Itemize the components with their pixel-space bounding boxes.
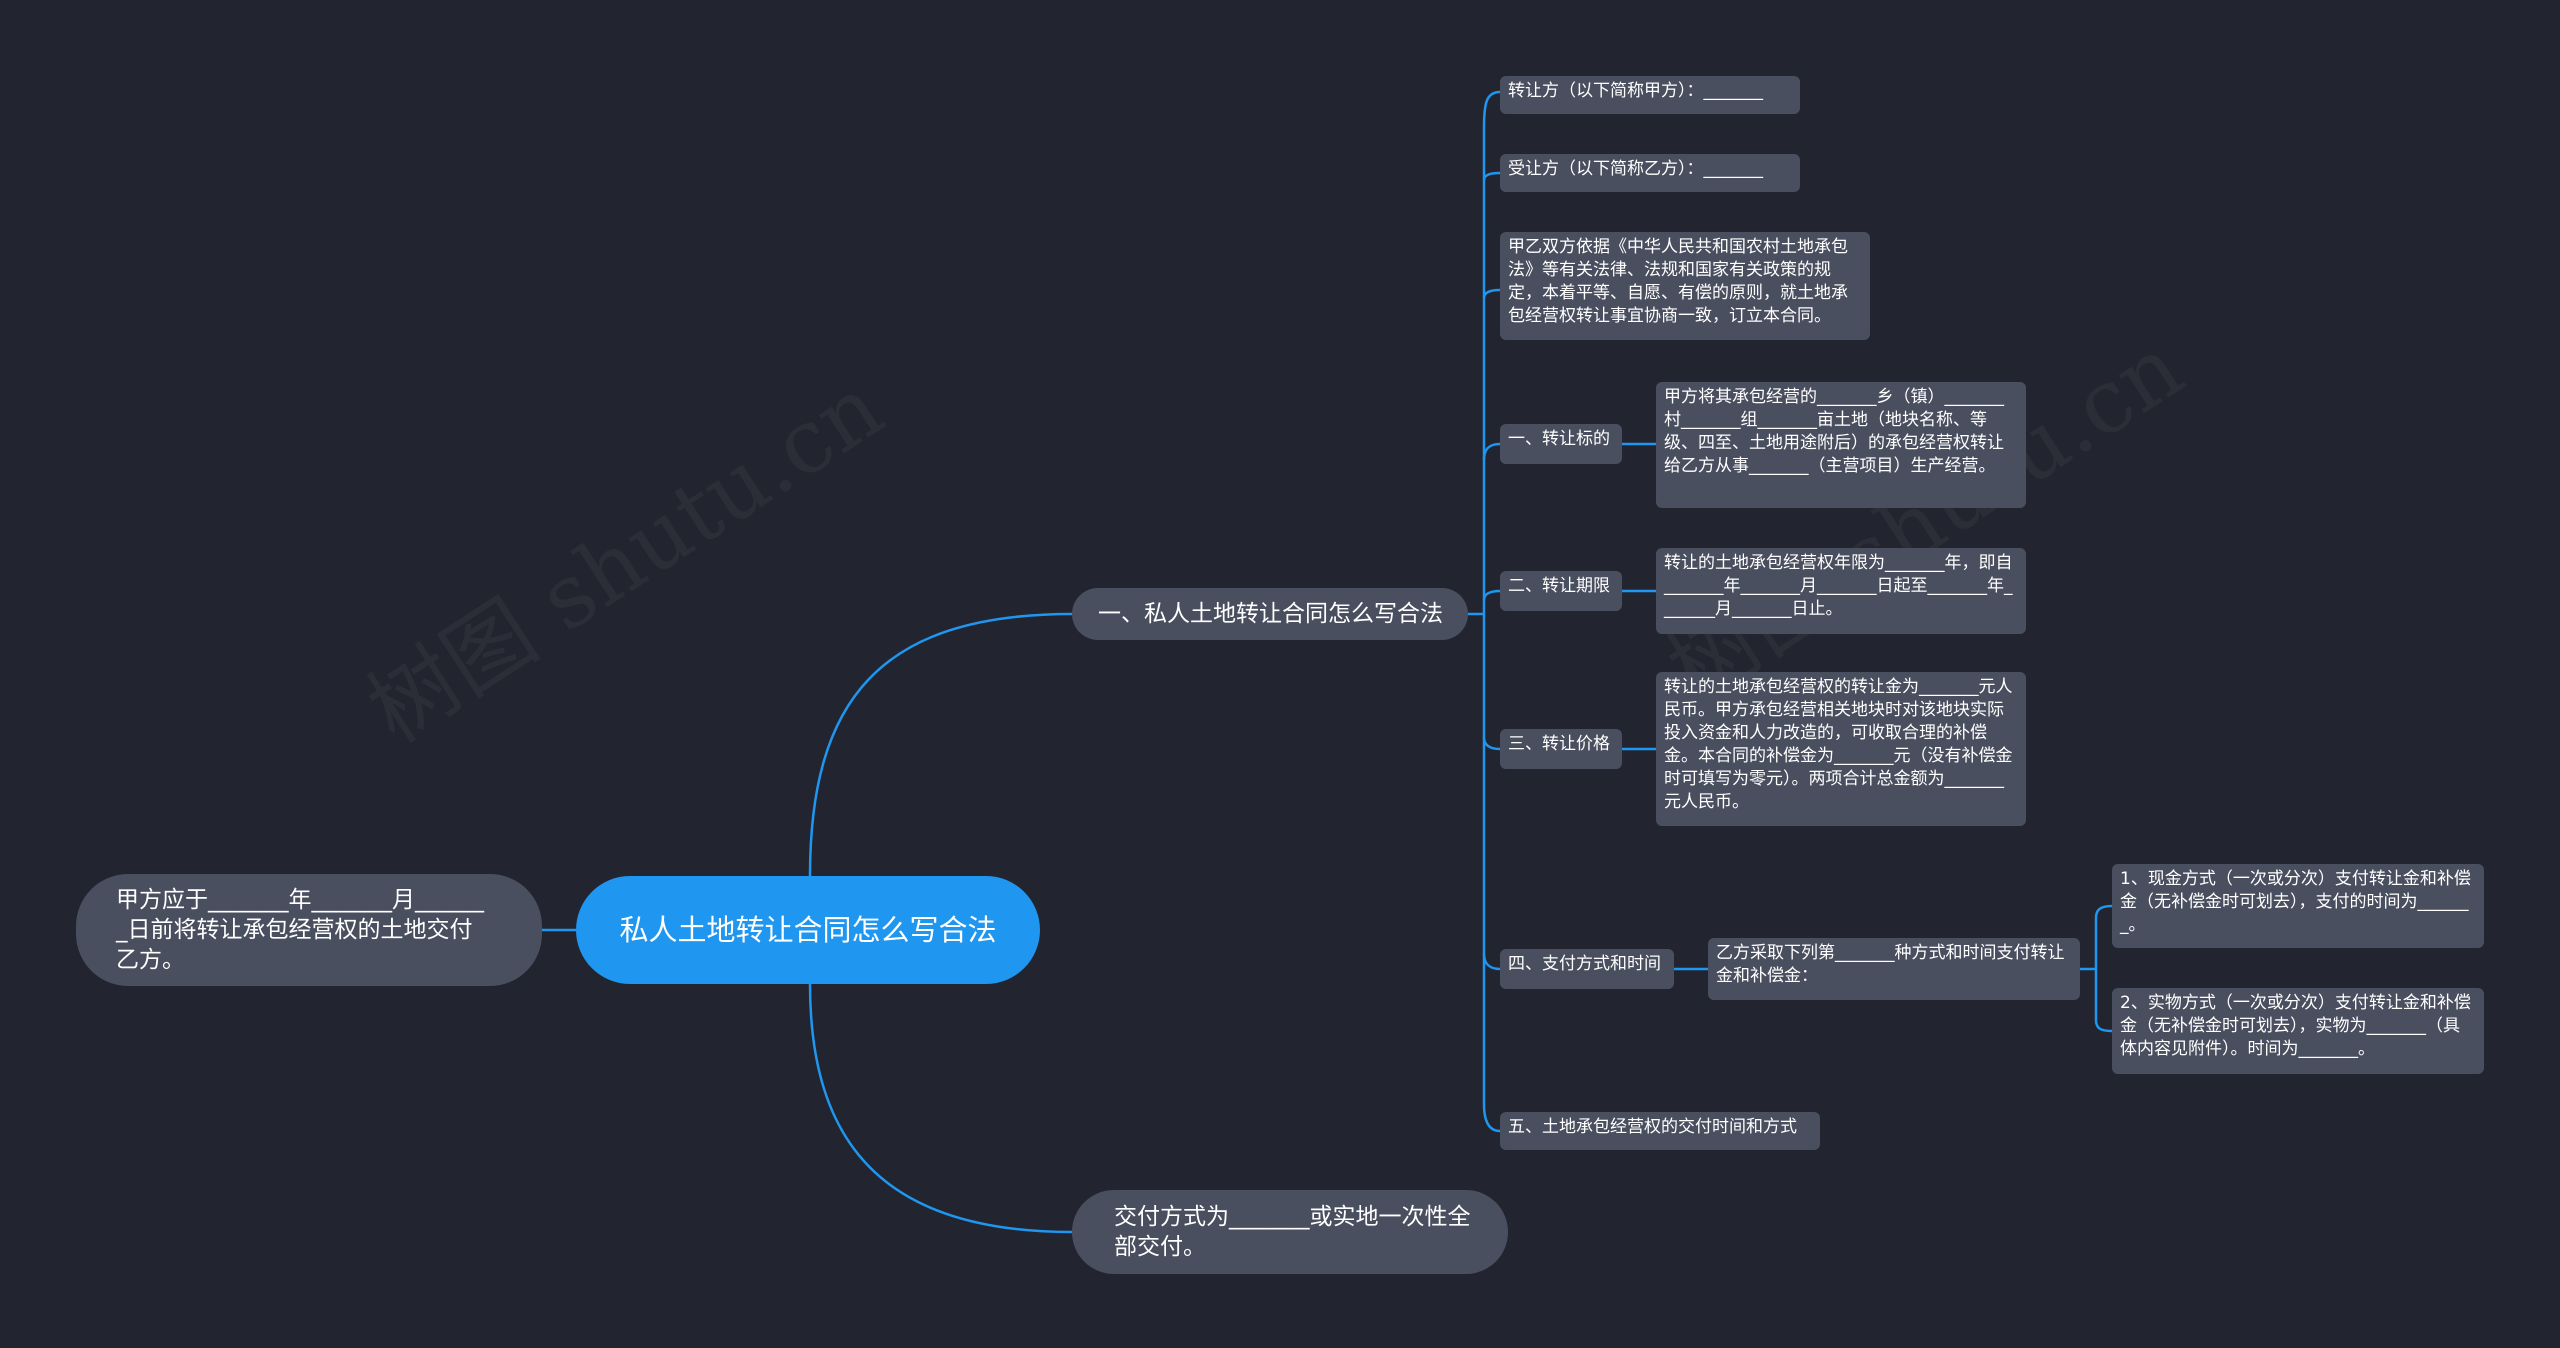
node-preamble[interactable]: 甲乙双方依据《中华人民共和国农村土地承包法》等有关法律、法规和国家有关政策的规定… — [1500, 232, 1870, 340]
node-section-4-detail-label: 乙方采取下列第_______种方式和时间支付转让金和补偿金： — [1716, 943, 2065, 986]
node-transferor-label: 转让方（以下简称甲方）：_______ — [1508, 81, 1763, 101]
node-section-3-detail-label: 转让的土地承包经营权的转让金为_______元人民币。甲方承包经营相关地块时对该… — [1664, 677, 2013, 812]
link-spine-s3 — [1482, 737, 1501, 751]
node-transferor[interactable]: 转让方（以下简称甲方）：_______ — [1500, 76, 1800, 114]
node-section-3[interactable]: 三、转让价格 — [1500, 729, 1622, 769]
node-section-1-label: 一、转让标的 — [1508, 429, 1610, 449]
node-transferee-label: 受让方（以下简称乙方）：_______ — [1508, 159, 1763, 179]
branch-topic-writing[interactable]: 一、私人土地转让合同怎么写合法 — [1072, 588, 1468, 640]
node-section-4-detail[interactable]: 乙方采取下列第_______种方式和时间支付转让金和补偿金： — [1708, 938, 2080, 1000]
node-section-1-detail[interactable]: 甲方将其承包经营的_______乡（镇）_______村_______组____… — [1656, 382, 2026, 508]
node-section-4-option-goods-label: 2、实物方式（一次或分次）支付转让金和补偿金（无补偿金时可划去），实物为____… — [2120, 993, 2471, 1059]
link-spine-transferee — [1482, 171, 1501, 181]
node-section-2[interactable]: 二、转让期限 — [1500, 571, 1622, 611]
link-spine — [1482, 90, 1501, 1133]
node-section-3-label: 三、转让价格 — [1508, 734, 1610, 754]
link-spine-s2 — [1482, 589, 1501, 601]
node-section-5-label: 五、土地承包经营权的交付时间和方式 — [1508, 1117, 1797, 1137]
node-section-4-option-cash[interactable]: 1、现金方式（一次或分次）支付转让金和补偿金（无补偿金时可划去），支付的时间为_… — [2112, 864, 2484, 948]
node-section-1-detail-label: 甲方将其承包经营的_______乡（镇）_______村_______组____… — [1664, 387, 2004, 476]
node-section-2-detail[interactable]: 转让的土地承包经营权年限为_______年，即自_______年_______月… — [1656, 548, 2026, 634]
link-s4-opt2 — [2094, 969, 2113, 1033]
branch-topic-writing-label: 一、私人土地转让合同怎么写合法 — [1098, 601, 1443, 627]
branch-topic-delivery[interactable]: 交付方式为_______或实地一次性全部交付。 — [1072, 1190, 1508, 1274]
link-root-branch1 — [808, 612, 1073, 877]
link-spine-s4 — [1482, 953, 1501, 971]
node-preamble-label: 甲乙双方依据《中华人民共和国农村土地承包法》等有关法律、法规和国家有关政策的规定… — [1508, 237, 1848, 326]
node-section-2-detail-label: 转让的土地承包经营权年限为_______年，即自_______年_______月… — [1664, 553, 2013, 619]
node-section-4[interactable]: 四、支付方式和时间 — [1500, 949, 1674, 989]
node-section-5[interactable]: 五、土地承包经营权的交付时间和方式 — [1500, 1112, 1820, 1150]
branch-topic-delivery-label: 交付方式为_______或实地一次性全部交付。 — [1114, 1204, 1471, 1260]
left-topic-label: 甲方应于_______年_______月_______日前将转让承包经营权的土地… — [116, 887, 484, 973]
link-spine-preamble — [1482, 288, 1501, 299]
node-section-1[interactable]: 一、转让标的 — [1500, 424, 1622, 464]
root-topic-label: 私人土地转让合同怎么写合法 — [619, 913, 997, 947]
link-spine-s1 — [1482, 442, 1501, 461]
node-section-4-option-goods[interactable]: 2、实物方式（一次或分次）支付转让金和补偿金（无补偿金时可划去），实物为____… — [2112, 988, 2484, 1074]
left-topic[interactable]: 甲方应于_______年_______月_______日前将转让承包经营权的土地… — [76, 874, 542, 986]
node-section-4-option-cash-label: 1、现金方式（一次或分次）支付转让金和补偿金（无补偿金时可划去），支付的时间为_… — [2120, 869, 2471, 935]
link-s4-opt1 — [2094, 904, 2113, 969]
node-section-3-detail[interactable]: 转让的土地承包经营权的转让金为_______元人民币。甲方承包经营相关地块时对该… — [1656, 672, 2026, 826]
node-section-2-label: 二、转让期限 — [1508, 576, 1610, 596]
link-root-branch2 — [808, 983, 1073, 1234]
node-transferee[interactable]: 受让方（以下简称乙方）：_______ — [1500, 154, 1800, 192]
node-section-4-label: 四、支付方式和时间 — [1508, 954, 1661, 974]
root-topic[interactable]: 私人土地转让合同怎么写合法 — [576, 876, 1040, 984]
